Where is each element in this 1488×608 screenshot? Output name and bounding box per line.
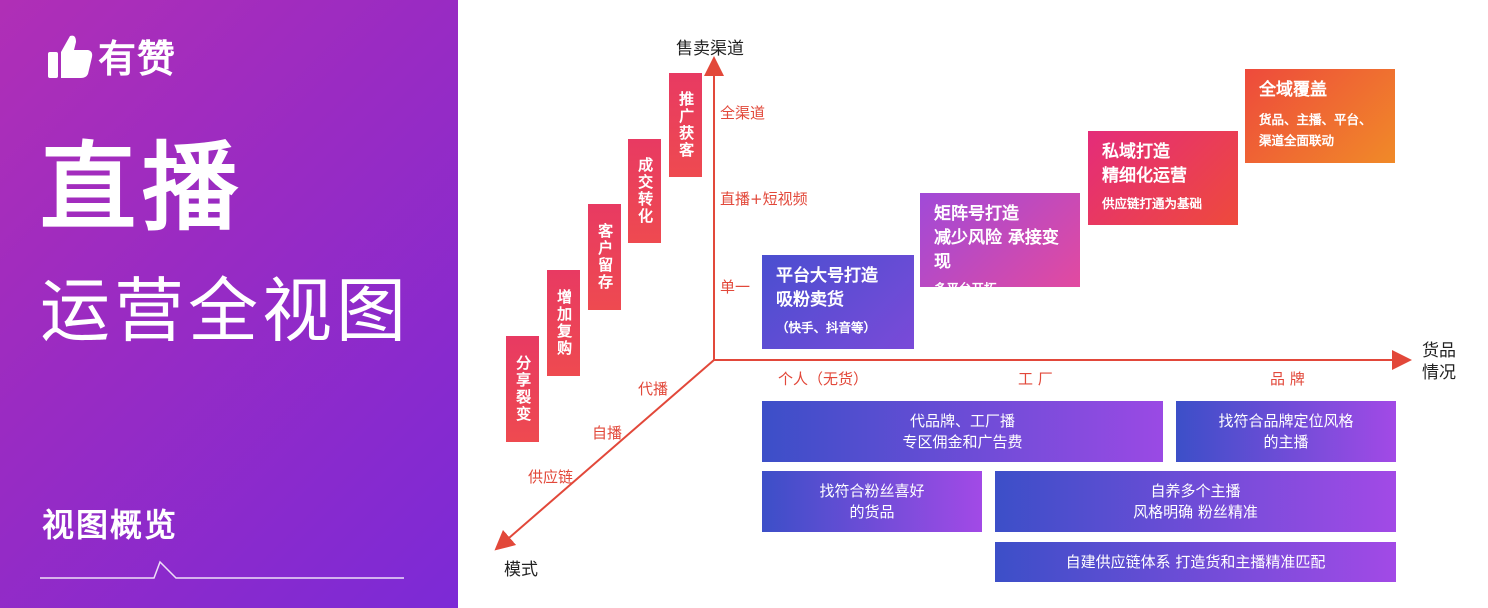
y-tick-live-short-video: 直播+短视频	[720, 190, 808, 208]
brand-name: 有赞	[98, 37, 177, 81]
y-axis-label: 售卖渠道	[676, 39, 744, 59]
z-tick-self: 自播	[592, 424, 623, 442]
mode-brand-anchor: 找符合品牌定位风格 的主播	[1176, 401, 1396, 462]
y-tick-single: 单一	[720, 278, 751, 296]
funnel-step-retention: 客户留存	[588, 204, 621, 310]
x-tick-factory: 工 厂	[1018, 370, 1053, 388]
z-axis	[494, 359, 715, 551]
z-tick-agency: 代播	[638, 380, 669, 398]
overview-label: 视图概览	[42, 506, 179, 544]
mode-agency-broadcast: 代品牌、工厂播 专区佣金和广告费	[762, 401, 1163, 462]
z-tick-supply-chain: 供应链	[528, 468, 574, 486]
page-subtitle: 运营全视图	[40, 270, 410, 352]
mode-own-supply-chain: 自建供应链体系 打造货和主播精准匹配	[995, 542, 1396, 582]
x-tick-individual: 个人（无货）	[778, 370, 869, 388]
brand: 有赞	[46, 28, 176, 83]
mode-own-anchors: 自养多个主播 风格明确 粉丝精准	[995, 471, 1396, 532]
funnel-step-acquisition: 推广获客	[669, 73, 702, 177]
stage-platform-account: 平台大号打造 吸粉卖货 （快手、抖音等）	[762, 255, 914, 349]
axes	[494, 56, 1412, 551]
page-title: 直播	[40, 132, 244, 244]
stage-matrix-account: 矩阵号打造 减少风险 承接变现 多平台开拓	[920, 193, 1080, 296]
funnel-step-share: 分享裂变	[506, 336, 539, 442]
diagram-area: 售卖渠道 货品 情况 模式 全渠道 直播+短视频 单一 个人（无货） 工 厂 品…	[458, 0, 1488, 608]
thumbs-up-icon	[48, 35, 93, 78]
y-tick-all-channels: 全渠道	[720, 104, 766, 122]
funnel-step-conversion: 成交转化	[628, 139, 661, 243]
stage-private-domain: 私域打造 精细化运营 供应链打通为基础	[1088, 131, 1238, 225]
x-tick-brand: 品 牌	[1270, 370, 1305, 388]
z-axis-label: 模式	[504, 560, 538, 580]
funnel-step-repurchase: 增加复购	[547, 270, 580, 376]
left-panel: 有赞 直播 运营全视图 视图概览	[0, 0, 458, 608]
stage-full-coverage: 全域覆盖 货品、主播、平台、 渠道全面联动	[1245, 69, 1395, 163]
mode-fan-products: 找符合粉丝喜好 的货品	[762, 471, 982, 532]
decorative-divider	[40, 560, 404, 579]
x-axis-label: 货品 情况	[1422, 341, 1456, 384]
